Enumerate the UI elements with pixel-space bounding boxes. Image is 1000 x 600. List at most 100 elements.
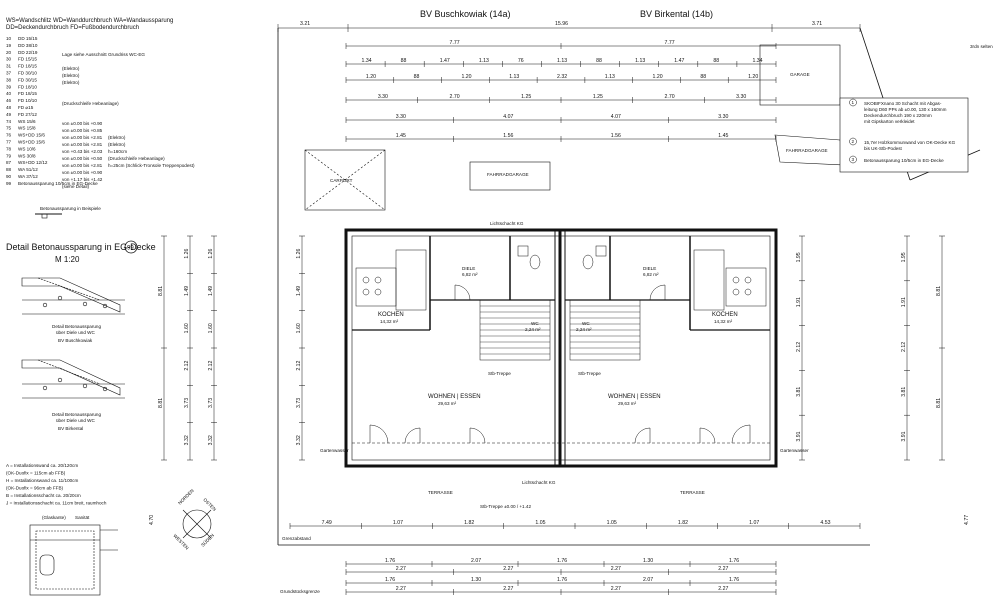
opening-text: WS 10/6 [18, 146, 36, 151]
bottom-dim-3-value: 2.27 [718, 566, 728, 572]
dim-row-2-value: 1.47 [440, 58, 450, 64]
left-dim-c-value: 1.26 [296, 248, 302, 258]
left-dim-value: 1.26 [184, 248, 190, 258]
dim-row-6-value: 1.56 [503, 133, 513, 139]
dim-row-3-value: 2.32 [557, 74, 567, 80]
area-diele-left: 6,82 m² [462, 272, 478, 277]
compass-rose [182, 509, 212, 539]
opening-note: von ±0.00 bis +2.81 [62, 163, 103, 168]
detail-label-small: Betonaussparung in Beispiele [40, 206, 101, 211]
opening-code: 87 [6, 160, 12, 165]
compass-north: NORDEN [177, 488, 195, 506]
opening-code: 10 [6, 36, 12, 41]
opening-code: 79 [6, 153, 12, 158]
dim-row-6-value: 1.45 [718, 133, 728, 139]
left-dim-c-value: 3.32 [296, 435, 302, 445]
notes-box-marker: 2 [852, 139, 855, 144]
detail-caption-2c: BV Birkental [58, 426, 83, 431]
opening-code: 40 [6, 91, 12, 96]
left-dim-value: 1.60 [184, 323, 190, 333]
room-diele-right: DIELE [643, 266, 656, 271]
dim-row-3-value: 1.20 [748, 74, 758, 80]
notes-box-marker-circle [849, 137, 857, 146]
wc-detail-label-b: Sanität [75, 515, 90, 520]
bottom-dim-2-value: 2.07 [471, 558, 481, 564]
right-dim-b-value: 1.95 [901, 252, 907, 262]
opening-text: WA 37/12 [18, 174, 38, 179]
opening-code: 30 [6, 57, 12, 62]
opening-code: 77 [6, 140, 12, 145]
opening-text: DD 38/10 [18, 43, 38, 48]
compass-east: OSTEN [202, 497, 217, 512]
install-legend-line: H = Installationswand ca. 11/100cm [6, 478, 78, 483]
top-dim-a: 3.21 [300, 21, 310, 27]
dim-row-5-value: 4.07 [503, 114, 513, 120]
notes-box-line: bis UK-Stb-Podest [864, 146, 903, 151]
left-dim-value: 3.32 [184, 435, 190, 445]
detail-caption-1c: BV Buschkowiak [58, 338, 93, 343]
bottom-dim-5-value: 2.27 [718, 586, 728, 592]
opening-code: 46 [6, 98, 12, 103]
opening-code: 90 [6, 174, 12, 179]
compass-west: WESTEN [172, 533, 189, 550]
install-legend-line: (OK-Duofix = 115cm ab FFB) [6, 471, 66, 476]
opening-note-extra: h=25cm (Schlick-Tronsole Treppenpodest) [108, 163, 195, 168]
bottom-dim-1-value: 4.53 [820, 520, 830, 526]
opening-code: 31 [6, 64, 12, 69]
opening-text: WS 30/8 [18, 153, 36, 158]
garage-outline [759, 44, 841, 106]
area-wohnen-left: 29,63 m² [438, 401, 457, 406]
bottom-dim-3-value: 2.27 [611, 566, 621, 572]
opening-note: von ±0.00 bis +0.85 [62, 128, 103, 133]
terrasse-right: TERRASSE [680, 490, 705, 495]
detail-caption-2a: Detail Betonaussparung [52, 412, 101, 417]
install-legend-line: (OK-Duofix = 96cm ab FFB) [6, 486, 64, 491]
dim-row-3-value: 1.20 [653, 74, 663, 80]
left-dim-b-value: 3.32 [208, 435, 214, 445]
opening-text: FD 18/10 [18, 84, 37, 89]
dim-row-5-value: 3.30 [718, 114, 728, 120]
left-dim-value: 3.73 [184, 398, 190, 408]
area-wc-left: 2,24 m² [525, 327, 541, 332]
left-dim-c-value: 2.12 [296, 360, 302, 370]
notes-box-marker-circle [849, 155, 857, 164]
opening-code: 20 [6, 50, 12, 55]
opening-text: Betonaussparung 10/5cm in EG-Decke [18, 181, 98, 186]
fahrradgarage-a-outline [469, 161, 551, 191]
gartenwasser-left: Gartenwasser [320, 448, 349, 453]
dim-row-3-value: 88 [414, 74, 420, 80]
carport-outline [304, 149, 386, 211]
dim-row-4-value: 3.30 [736, 94, 746, 100]
notes-box-line: 15,7er Holzkommunwand von OK-Decke KG [864, 140, 956, 145]
kitchen-left-fixtures [355, 249, 427, 311]
dim-row-2-value: 88 [596, 58, 602, 64]
wc-right-fixtures [582, 245, 607, 270]
dim-row-3-value: 1.13 [509, 74, 519, 80]
opening-note-extra: (Elektro) [108, 142, 126, 147]
lichtschacht-bottom: Lichtschacht KG [522, 480, 556, 485]
area-diele-right: 6,82 m² [643, 272, 659, 277]
opening-note: (Elektro) [62, 73, 80, 78]
notes-box-line: SKOBIFXnano 30 Schacht mit Abgas- [864, 101, 942, 106]
dim-row-2-value: 88 [401, 58, 407, 64]
opening-text: WS+DD 15/6 [18, 133, 45, 138]
title-right: BV Birkental (14b) [640, 9, 713, 19]
detail-caption-1b: über Diele und WC [56, 330, 95, 335]
area-kochen-left: 14,32 m² [380, 319, 399, 324]
left-dim-b-value: 1.49 [208, 286, 214, 296]
opening-note-extra: (Druckschleife Hebeanlage) [108, 156, 165, 161]
dim-row-4-value: 3.30 [378, 94, 388, 100]
opening-code: 74 [6, 119, 12, 124]
opening-note: (Elektro) [62, 80, 80, 85]
right-total-value: 8.81 [936, 286, 942, 296]
left-dim-b-value: 1.26 [208, 248, 214, 258]
dim-row-1-value: 7.77 [665, 40, 675, 46]
room-diele-left: DIELE [462, 266, 475, 271]
opening-note: (siehe Detail) [62, 184, 90, 189]
opening-code: 37 [6, 71, 12, 76]
left-dim-c-value: 3.73 [296, 398, 302, 408]
side-far-left: 4.70 [149, 515, 155, 525]
opening-text: FD 30/15 [18, 77, 37, 82]
